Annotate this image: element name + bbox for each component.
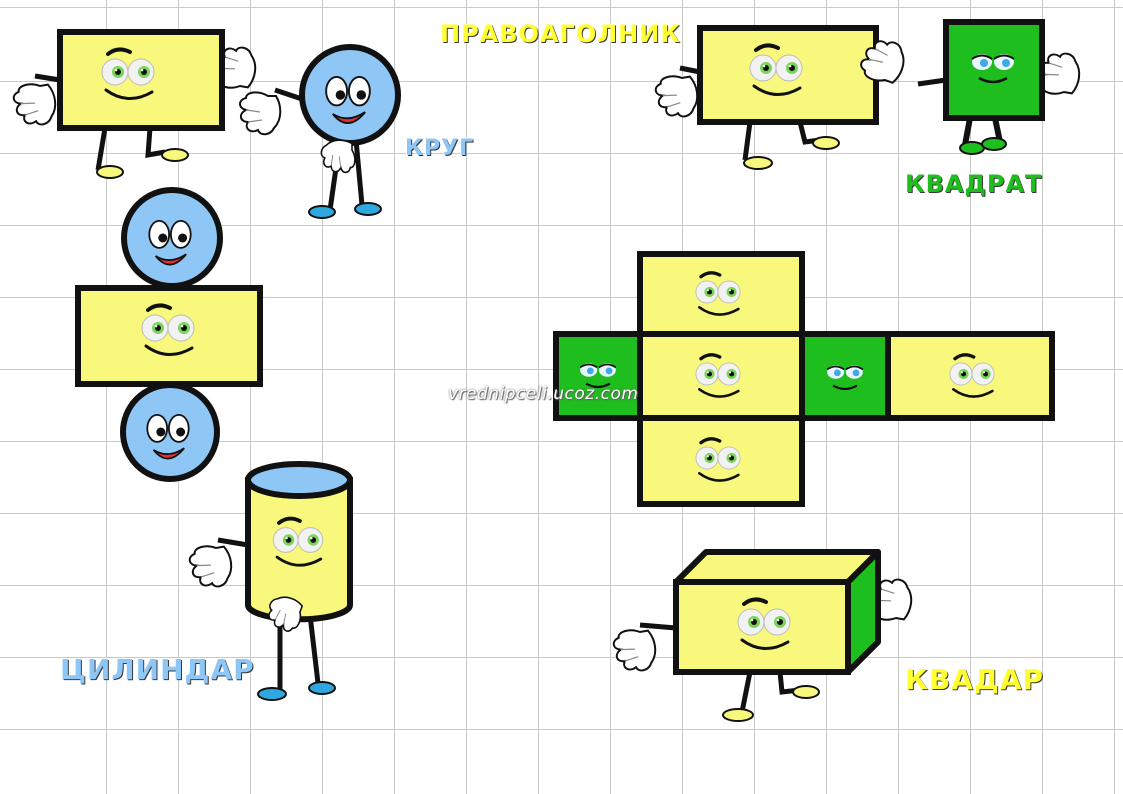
watermark: vrednipceli.ucoz.com [448, 384, 639, 404]
square-character [917, 19, 1084, 155]
cylinder-label: ЦИЛИНДАР [60, 653, 255, 686]
rectangle-label: ПРАВОАГОЛНИК [440, 20, 681, 48]
cuboid-label: КВАДАР [905, 663, 1045, 696]
cylinder-character [186, 461, 353, 701]
rectangle-character-right [652, 25, 911, 170]
cuboid-net [553, 251, 1055, 507]
circle-label: КРУГ [405, 136, 475, 161]
cylinder-net [75, 187, 263, 482]
circle-character [239, 44, 401, 219]
rectangle-character [10, 29, 260, 179]
square-label: КВАДРАТ [905, 170, 1043, 198]
cuboid-character [610, 549, 916, 722]
